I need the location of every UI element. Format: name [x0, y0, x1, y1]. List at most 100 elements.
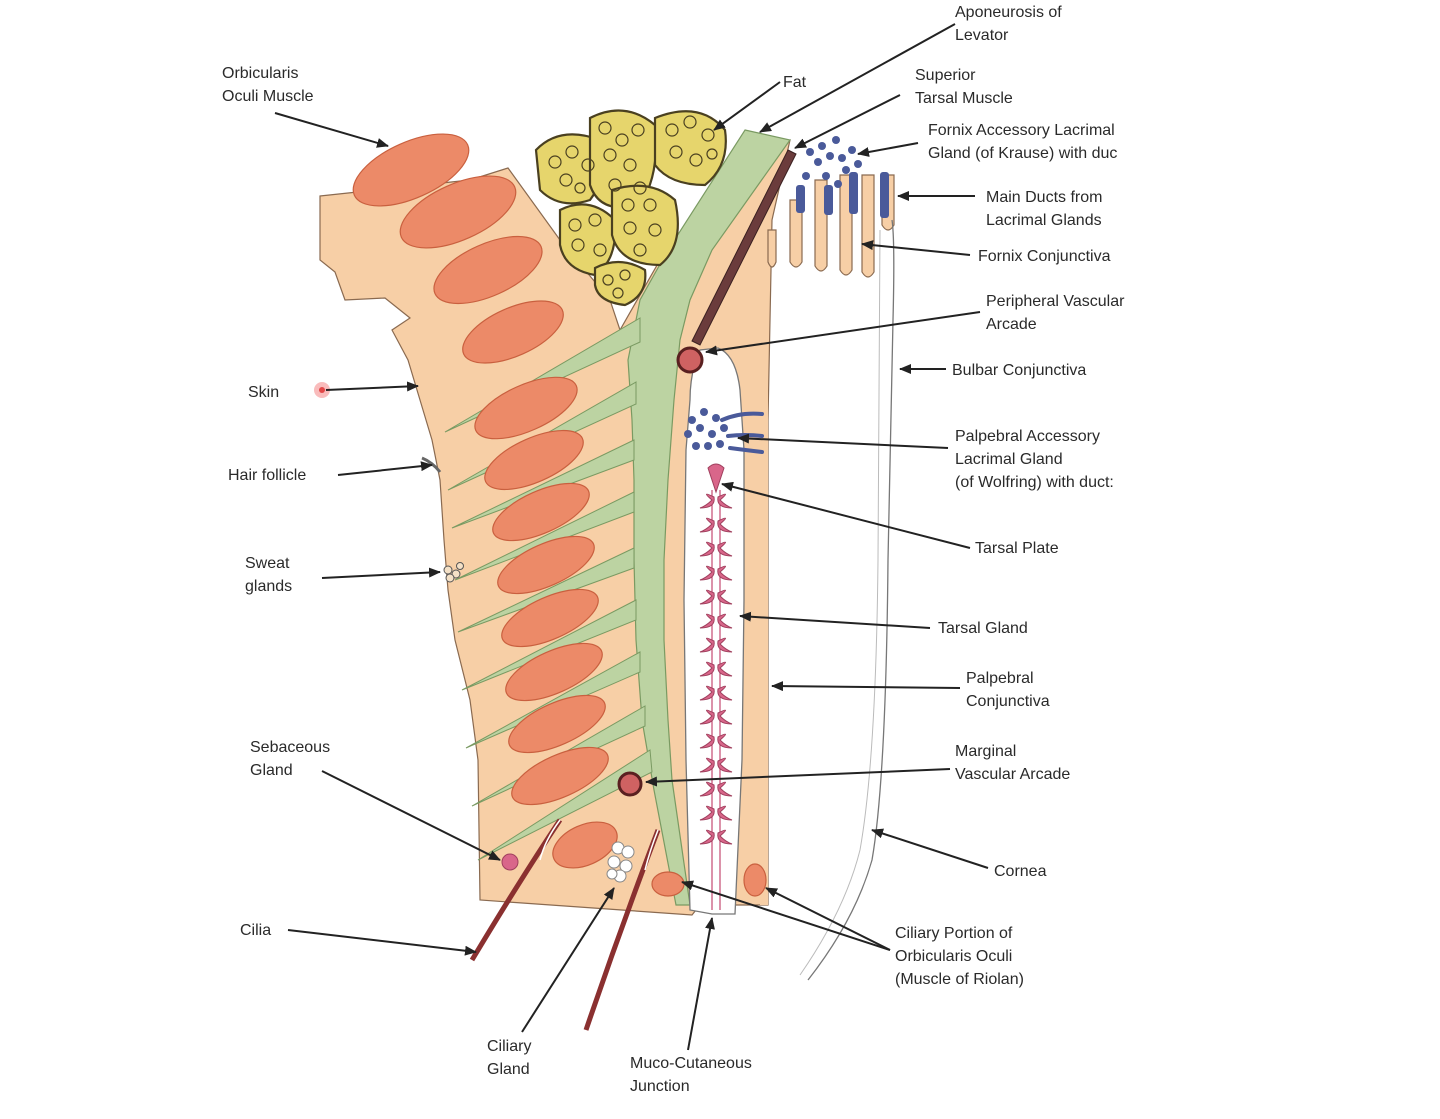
tarsal-gland-lobule: [699, 493, 715, 509]
tarsal-gland-lobule: [699, 661, 715, 677]
leader-arrows: [274, 23, 989, 1051]
marginal-vascular-arcade: [617, 771, 643, 797]
tarsal-gland-lobule: [699, 613, 715, 629]
svg-text:Tarsal Plate: Tarsal Plate: [975, 540, 1059, 557]
label-line: Aponeurosis of: [955, 4, 1062, 21]
tarsal-gland-lobule: [717, 637, 733, 653]
label-tarsal-gland: Tarsal Gland: [938, 620, 1028, 637]
tarsal-gland-lobule: [717, 805, 733, 821]
bulbar-cornea-line: [807, 219, 895, 981]
sebaceous-gland-shape: [501, 853, 519, 871]
tarsal-gland-lobule: [717, 829, 733, 845]
label-line: Sebaceous: [250, 739, 330, 756]
wolfring-gland-dots: [684, 408, 728, 450]
label-line: Main Ducts from: [986, 189, 1102, 206]
tarsal-gland-lobule: [699, 589, 715, 605]
label-line: Arcade: [986, 316, 1037, 333]
orbicularis-bundles: [352, 133, 767, 897]
tarsal-gland-lobule: [717, 589, 733, 605]
peripheral-vascular-arcade: [676, 346, 704, 374]
tarsal-gland-lobule: [717, 541, 733, 557]
bulbar-line-inner: [799, 229, 881, 976]
label-line: Peripheral Vascular: [986, 293, 1125, 310]
label-line: Fornix Conjunctiva: [978, 248, 1111, 265]
label-line: Fornix Accessory Lacrimal: [928, 122, 1115, 139]
label-line: Muco-Cutaneous: [630, 1055, 752, 1072]
sweat-gland-shape: [443, 562, 464, 583]
tarsal-gland-lobule: [717, 613, 733, 629]
label-line: Levator: [955, 27, 1009, 44]
label-line: glands: [245, 578, 292, 595]
label-line: Junction: [630, 1078, 690, 1095]
tarsal-gland-lobule: [699, 565, 715, 581]
label-line: Orbicularis: [222, 65, 298, 82]
svg-text:Tarsal Gland: Tarsal Gland: [938, 620, 1028, 637]
tarsal-gland-lobule: [717, 565, 733, 581]
label-line: Vascular Arcade: [955, 766, 1070, 783]
label-line: Gland: [250, 762, 293, 779]
tarsal-gland-lobule: [717, 685, 733, 701]
label-aponeurosis: Aponeurosis of Levator: [955, 4, 1062, 44]
krause-gland-dots: [796, 136, 862, 194]
tarsal-gland-lobule: [717, 709, 733, 725]
main-ducts: [796, 172, 889, 218]
fat-cells: [548, 115, 718, 299]
label-line: Cilia: [240, 922, 271, 939]
tarsal-gland-lobule: [699, 637, 715, 653]
label-cilia: Cilia: [240, 922, 271, 939]
label-fornix-conjunctiva: Fornix Conjunctiva: [978, 248, 1111, 265]
label-bulbar: Bulbar Conjunctiva: [952, 362, 1086, 379]
svg-text:Fat: Fat: [783, 74, 807, 91]
tarsal-gland-lobule: [699, 829, 715, 845]
superior-tarsal-muscle: [691, 149, 797, 346]
label-line: Tarsal Gland: [938, 620, 1028, 637]
label-skin: Skin: [248, 384, 279, 401]
tarsal-gland-lobule: [699, 805, 715, 821]
label-line: Conjunctiva: [966, 693, 1050, 710]
conjunctiva-sheet: [752, 220, 768, 905]
tarsal-gland-lobule: [699, 757, 715, 773]
svg-text:Fornix Conjunctiva: Fornix Conjunctiva: [978, 248, 1111, 265]
label-cornea: Cornea: [994, 863, 1047, 880]
tarsal-gland-lobules: [699, 493, 733, 845]
tarsal-gland-lobule: [699, 781, 715, 797]
tarsal-gland-lobule: [699, 685, 715, 701]
label-line: Hair follicle: [228, 467, 306, 484]
fat-lobules: [534, 109, 727, 307]
tarsal-gland-lobule: [717, 661, 733, 677]
label-line: Gland: [487, 1061, 530, 1078]
svg-text:Cilia: Cilia: [240, 922, 271, 939]
svg-text:Cornea: Cornea: [994, 863, 1047, 880]
label-line: Gland (of Krause) with duc: [928, 145, 1117, 162]
label-hair-follicle: Hair follicle: [228, 467, 306, 484]
label-line: Cornea: [994, 863, 1047, 880]
label-line: Ciliary Portion of: [895, 925, 1013, 942]
tarsal-gland-lobule: [717, 781, 733, 797]
label-line: Lacrimal Glands: [986, 212, 1102, 229]
label-line: Bulbar Conjunctiva: [952, 362, 1086, 379]
label-line: Marginal: [955, 743, 1016, 760]
label-line: Lacrimal Gland: [955, 451, 1063, 468]
svg-text:Bulbar Conjunctiva: Bulbar Conjunctiva: [952, 362, 1086, 379]
